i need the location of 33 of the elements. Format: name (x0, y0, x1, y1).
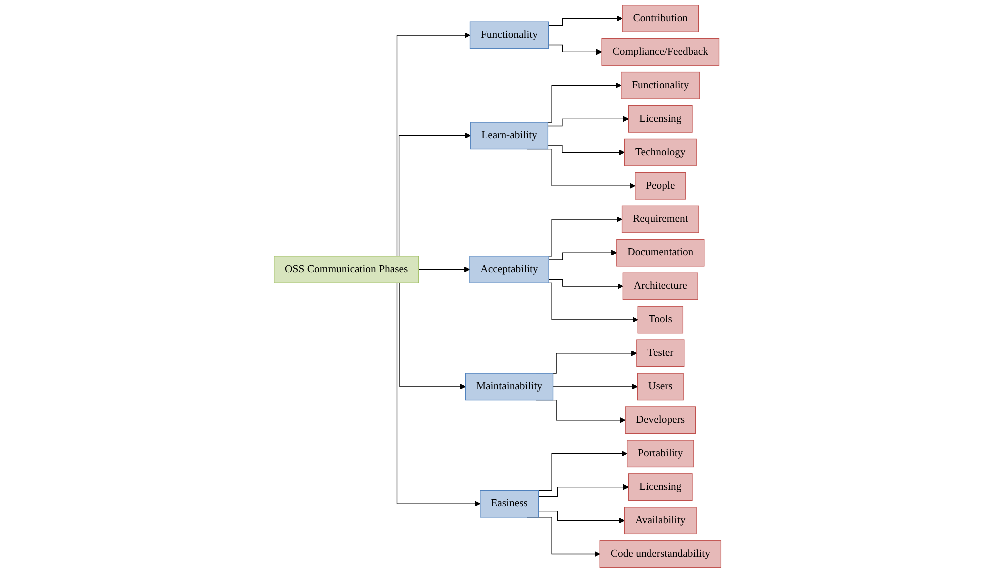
arrow (549, 250, 618, 260)
node-box: Portability (627, 440, 695, 468)
node-box: Users (638, 373, 684, 401)
node-box: Functionality (621, 72, 700, 100)
arrow (548, 44, 603, 56)
node-box: Learn-ability (470, 122, 549, 150)
arrow (538, 510, 626, 524)
arrow (548, 145, 626, 156)
node-box: Architecture (623, 272, 699, 300)
arrow (553, 384, 638, 390)
node-box: Code understandability (600, 540, 722, 568)
node-box: Tester (636, 340, 685, 368)
node-box: Acceptability (470, 256, 550, 284)
arrow (548, 16, 624, 26)
node-box: Licensing (628, 105, 694, 133)
node-box: Contribution (622, 5, 700, 32)
node-box: Documentation (616, 239, 705, 267)
node-box: Licensing (628, 474, 694, 502)
node-box: Developers (625, 406, 696, 434)
node-box: Tools (638, 306, 684, 334)
arrow (548, 116, 630, 127)
arrow (418, 266, 470, 273)
node-box: Requirement (622, 206, 700, 234)
node-box: People (635, 172, 686, 200)
node-box: Maintainability (466, 373, 554, 401)
node-box: Compliance/Feedback (602, 38, 720, 66)
node-box: Easiness (480, 490, 540, 518)
node-box: Availability (624, 507, 698, 534)
node-box: OSS Communication Phases (274, 256, 420, 284)
node-box: Technology (624, 138, 698, 166)
node-box: Functionality (470, 22, 550, 50)
arrow (538, 484, 630, 498)
arrow (549, 279, 624, 290)
